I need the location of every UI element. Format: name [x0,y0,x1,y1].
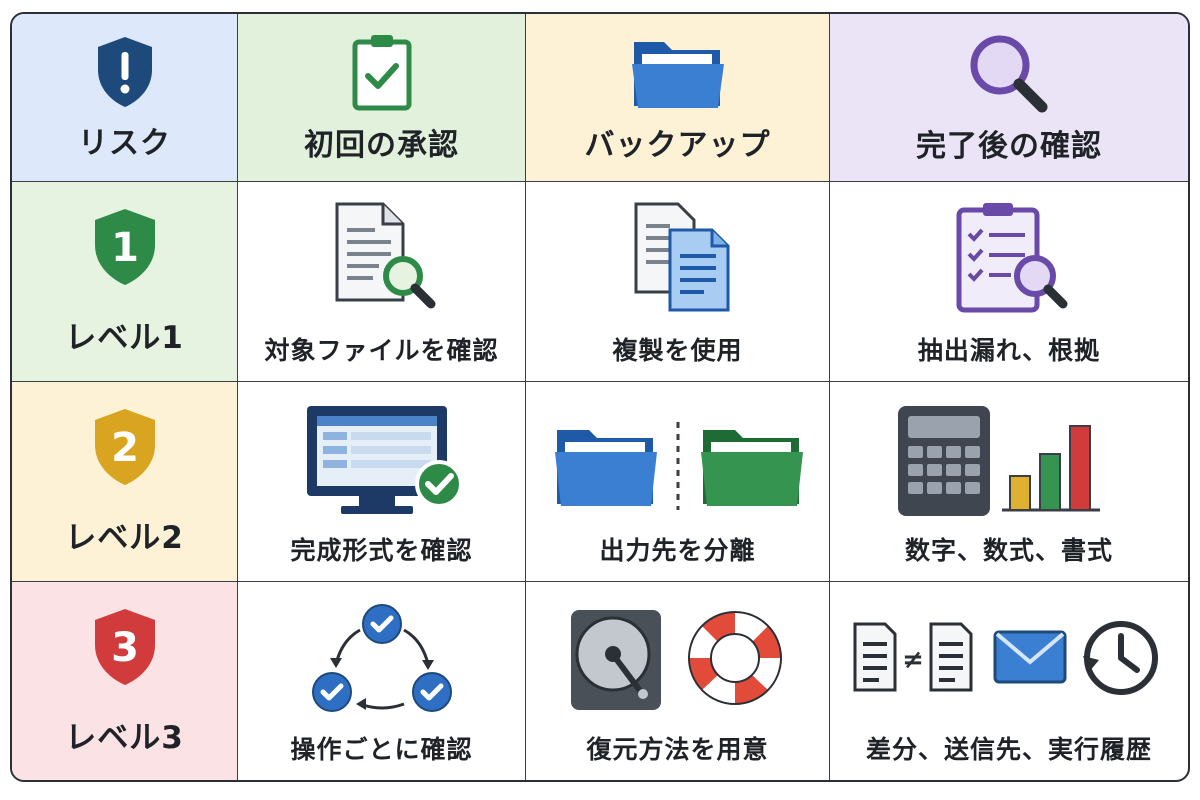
document-diff-icon: ≠ [853,622,973,692]
level-2-backup: 出力先を分離 [526,382,830,582]
level-1-backup-label: 複製を使用 [612,336,743,365]
header-risk-label: リスク [78,125,171,161]
level-2-approval-label: 完成形式を確認 [290,536,473,565]
level-3-approval: 操作ごとに確認 [238,582,526,780]
cycle-check-icon [238,600,525,718]
level-3-number: 3 [111,625,139,671]
level-1-number: 1 [111,225,139,271]
level-1-cell: 1 レベル1 [12,182,238,382]
history-clock-icon [1083,621,1158,695]
magnifier-icon [964,31,1054,113]
header-risk: リスク [12,14,238,182]
header-backup-label: バックアップ [584,127,771,163]
level-1-check: 抽出漏れ、根拠 [830,182,1188,382]
risk-matrix-grid: リスク 初回の承認 バックアップ [12,14,1188,780]
level-3-backup: 復元方法を用意 [526,582,830,780]
split-folders-icon [526,400,829,518]
level-1-approval: 対象ファイルを確認 [238,182,526,382]
level-1-shield-icon: 1 [89,206,161,288]
level-3-shield-icon: 3 [89,606,161,688]
header-completion-check: 完了後の確認 [830,14,1188,182]
svg-text:≠: ≠ [902,645,924,675]
monitor-check-icon [238,400,525,518]
level-1-check-label: 抽出漏れ、根拠 [917,336,1101,365]
level-2-shield-icon: 2 [89,406,161,488]
diff-mail-clock-icon: ≠ [830,600,1188,718]
calculator-chart-icon [830,400,1188,518]
level-3-label: レベル3 [65,719,184,756]
level-3-cell: 3 レベル3 [12,582,238,780]
header-completion-check-label: 完了後の確認 [916,128,1102,164]
document-search-icon [238,200,525,318]
level-1-approval-label: 対象ファイルを確認 [264,336,499,365]
level-2-cell: 2 レベル2 [12,382,238,582]
level-2-check: 数字、数式、書式 [830,382,1188,582]
document-copy-icon [526,200,829,318]
checklist-search-icon [830,200,1188,318]
clipboard-check-icon [349,32,415,112]
mail-icon [993,630,1067,684]
folder-icon [628,32,728,112]
level-2-backup-label: 出力先を分離 [599,536,756,565]
level-3-check-label: 差分、送信先、実行履歴 [865,735,1152,764]
shield-exclamation-icon [92,34,158,110]
level-3-check: ≠ [830,582,1188,780]
level-2-label: レベル2 [65,520,184,556]
level-2-number: 2 [111,425,139,471]
level-2-approval: 完成形式を確認 [238,382,526,582]
level-1-label: レベル1 [65,320,184,356]
disk-lifebuoy-icon [526,600,829,718]
header-backup: バックアップ [526,14,830,182]
risk-matrix: リスク 初回の承認 バックアップ [10,12,1190,782]
level-1-backup: 複製を使用 [526,182,830,382]
header-initial-approval: 初回の承認 [238,14,526,182]
level-3-approval-label: 操作ごとに確認 [290,735,473,764]
header-initial-approval-label: 初回の承認 [304,127,459,163]
level-2-check-label: 数字、数式、書式 [904,536,1113,565]
level-3-backup-label: 復元方法を用意 [586,735,769,764]
